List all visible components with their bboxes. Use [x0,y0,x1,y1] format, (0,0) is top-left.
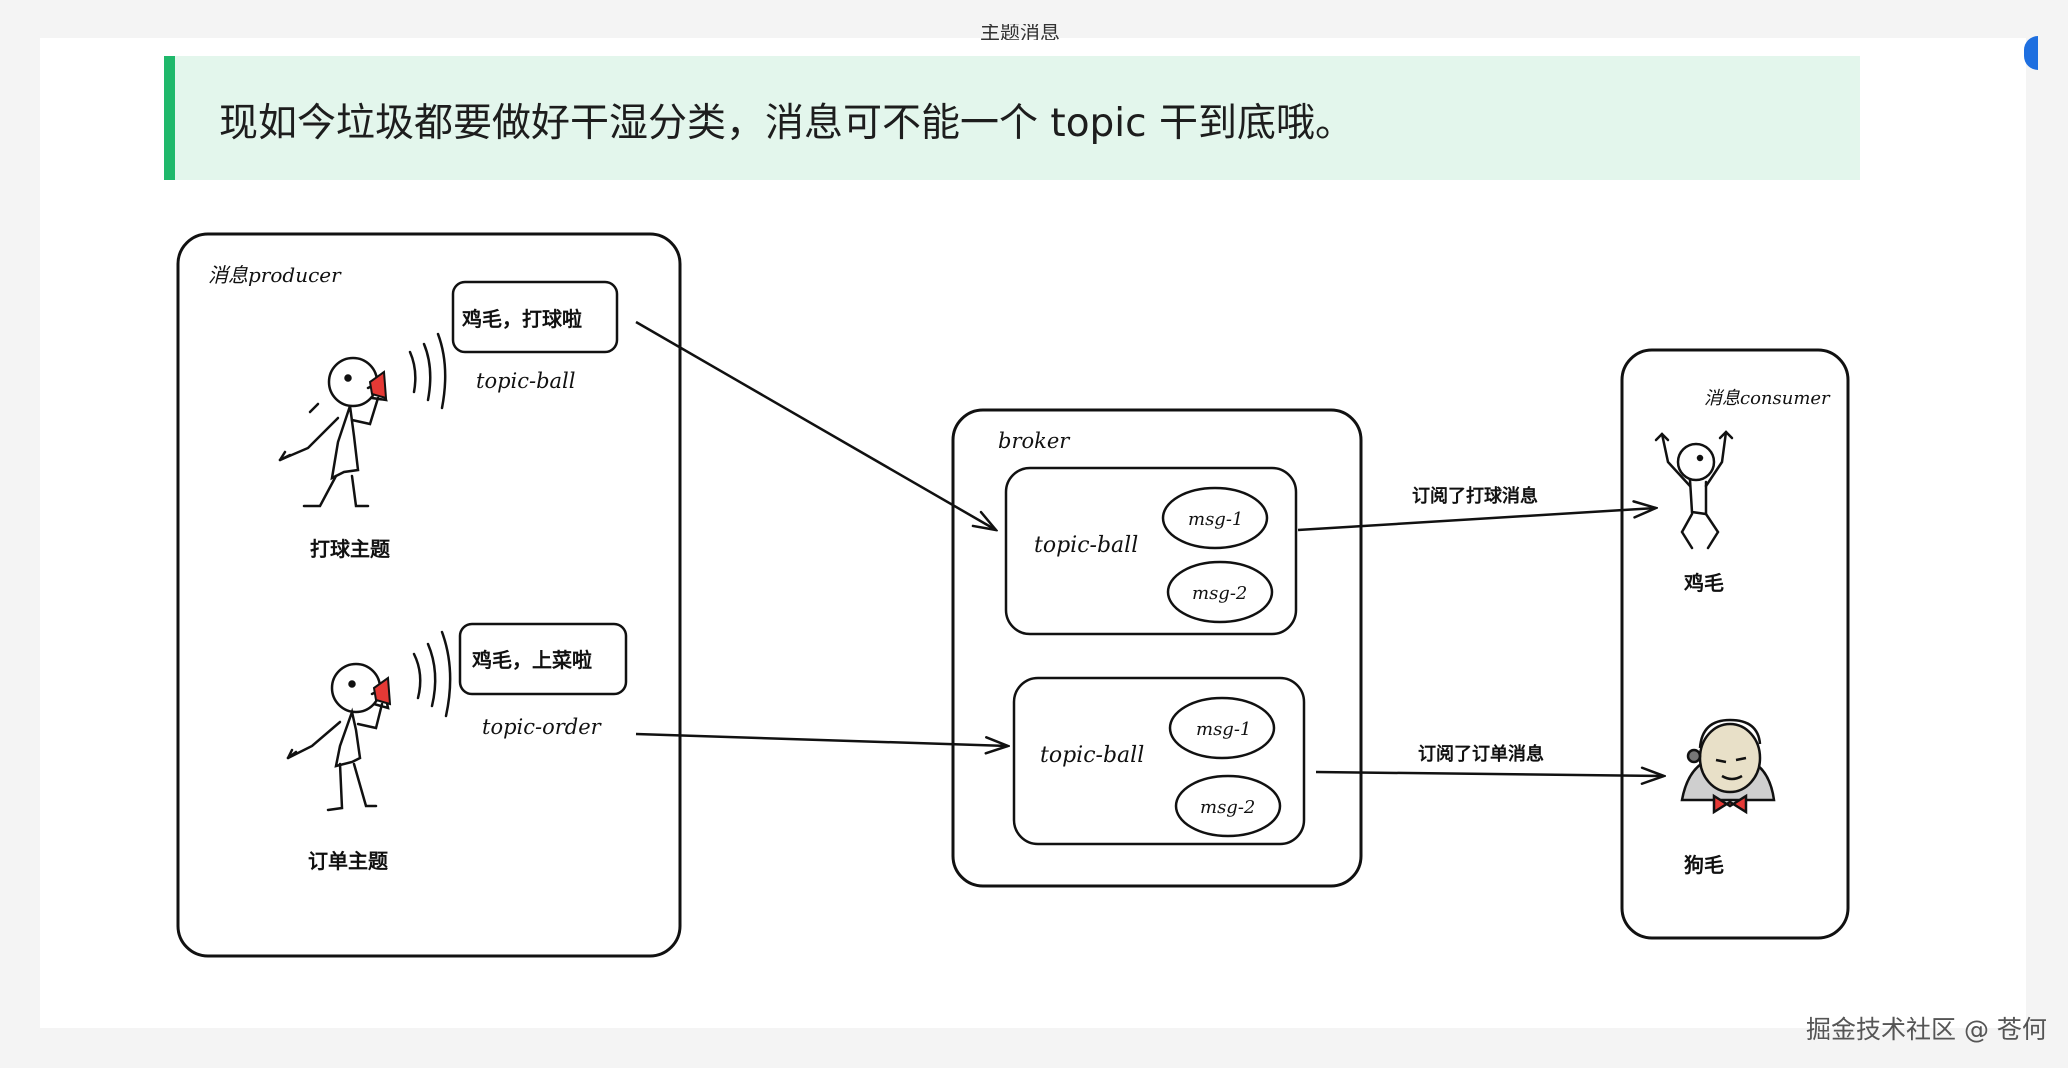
msg-2-label: msg-2 [1192,583,1247,604]
arrow-producer-to-broker-2 [635,732,1008,746]
msg-2-bubble [1166,560,1274,624]
topic-group-1-label: topic-ball [1034,533,1138,558]
callout-text: 现如今垃圾都要做好干湿分类，消息可不能一个 topic 干到底哦。 [219,101,1354,146]
callout-box: 现如今垃圾都要做好干湿分类，消息可不能一个 topic 干到底哦。 [164,56,1860,180]
speech-text-1: 鸡毛，打球啦 [461,307,582,331]
msg-2-label: msg-2 [1200,797,1255,818]
speech-bubble-2 [458,622,628,696]
broker-panel [951,408,1363,888]
stick-figure-speaker-2 [286,630,452,812]
msg-1-bubble [1168,696,1276,760]
msg-1-label: msg-1 [1196,719,1251,740]
topic-group-2 [1012,676,1306,846]
speaker-topic-2: topic-order [482,715,603,739]
arrow-producer-to-broker-1 [635,320,996,530]
topic-group-2-label: topic-ball [1040,743,1144,768]
speech-text-2: 鸡毛，上菜啦 [471,648,592,672]
consumer-title: 消息consumer [1704,388,1831,409]
avatar-icon-consumer-2 [1680,718,1776,815]
speaker-label-2: 订单主题 [308,849,389,873]
msg-2-bubble [1174,774,1282,838]
speaker-label-1: 打球主题 [310,537,391,561]
consumer-1-name: 鸡毛 [1683,571,1724,595]
topic-group-1 [1004,466,1298,636]
watermark: 掘金技术社区 @ 苍何 [1806,1015,2047,1044]
speech-bubble-1 [451,280,619,354]
consumer-2-name: 狗毛 [1684,853,1724,877]
stick-figure-consumer-1 [1654,430,1734,550]
stick-figure-speaker-1 [278,332,447,508]
consumer-panel [1620,348,1850,940]
msg-1-bubble [1161,486,1269,550]
speaker-topic-1: topic-ball [476,369,576,393]
arrow-broker-to-consumer-1 [1297,508,1656,532]
msg-1-label: msg-1 [1188,509,1243,530]
broker-title: broker [998,429,1071,453]
subscription-label-2: 订阅了订单消息 [1418,743,1544,765]
megaphone-icon-1 [368,370,388,400]
cut-off-heading: 主题消息 [980,24,1060,40]
producer-title: 消息producer [208,263,342,287]
megaphone-icon-2 [372,676,392,706]
subscription-label-1: 订阅了打球消息 [1412,485,1538,507]
arrow-broker-to-consumer-2 [1315,772,1664,776]
content-card [40,38,2026,1028]
edge-button[interactable] [2024,36,2038,70]
producer-panel [176,232,682,958]
